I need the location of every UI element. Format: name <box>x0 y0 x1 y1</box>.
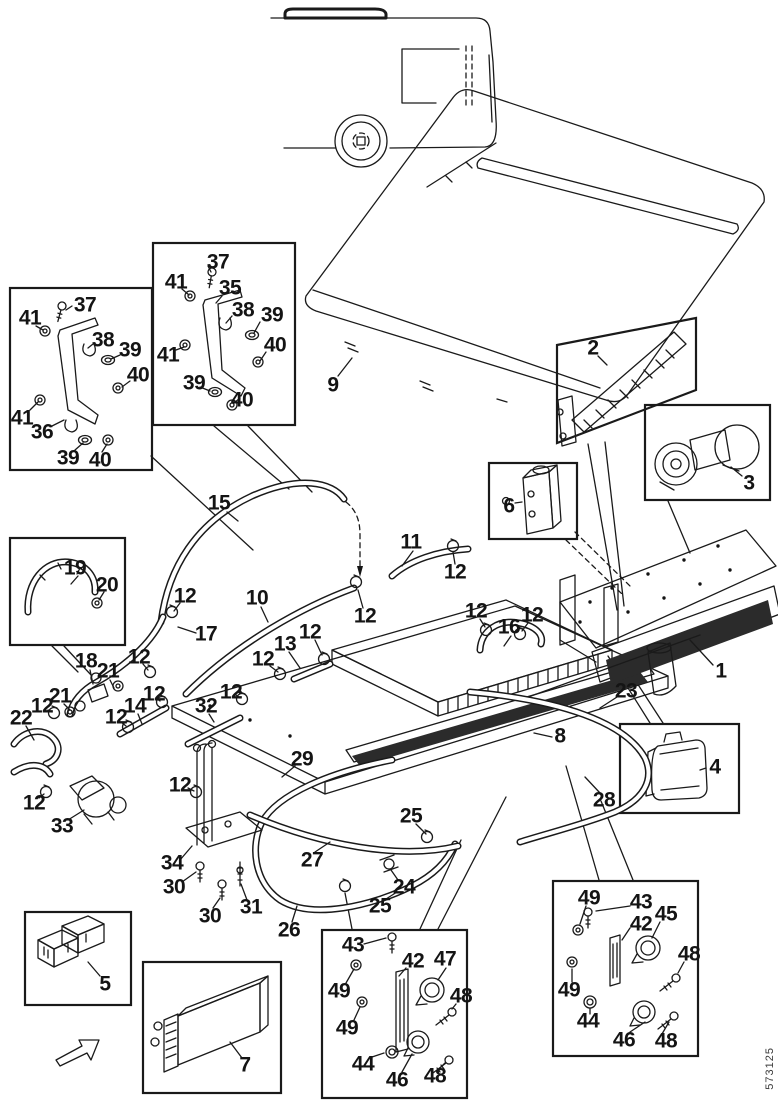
detail-box-blower <box>643 403 772 502</box>
clamp-kit-right-sketch <box>566 905 685 1035</box>
roof-cover-sketch <box>304 88 765 403</box>
switch-sketch <box>37 915 105 977</box>
detail-box-clamp-kit-right <box>551 879 700 1058</box>
hoses-sketch <box>10 479 652 914</box>
bus-sketch <box>270 7 497 188</box>
bracket-detail-right-sketch <box>175 265 267 411</box>
condenser-sketch <box>556 331 687 447</box>
heater-core-sketch <box>150 975 269 1073</box>
leader-lines <box>25 501 714 923</box>
blower-sketch <box>654 424 760 491</box>
detail-box-brackets-right <box>151 241 297 427</box>
condenser-unit-sketch <box>519 529 778 701</box>
bracket-detail-left-sketch <box>29 300 131 453</box>
detail-box-relay <box>23 910 133 1007</box>
detail-box-brackets-left <box>8 286 154 472</box>
detail-box-core <box>141 960 283 1095</box>
direction-arrow-icon <box>55 1039 100 1067</box>
detail-box-valve <box>487 461 579 541</box>
detail-box-clamp-kit-left <box>320 928 469 1100</box>
main-tray-sketch <box>171 599 669 795</box>
module-sketch <box>645 731 708 801</box>
figure-code: 573125 <box>764 1047 776 1090</box>
detail-box-ubolt <box>8 536 127 647</box>
fittings-sketch <box>39 538 527 901</box>
expansion-valve-sketch <box>501 464 562 535</box>
clamp-kit-left-sketch <box>345 932 457 1074</box>
detail-box-module <box>618 722 741 815</box>
hook-sketch <box>24 558 105 616</box>
detail-boxes <box>8 241 772 1100</box>
